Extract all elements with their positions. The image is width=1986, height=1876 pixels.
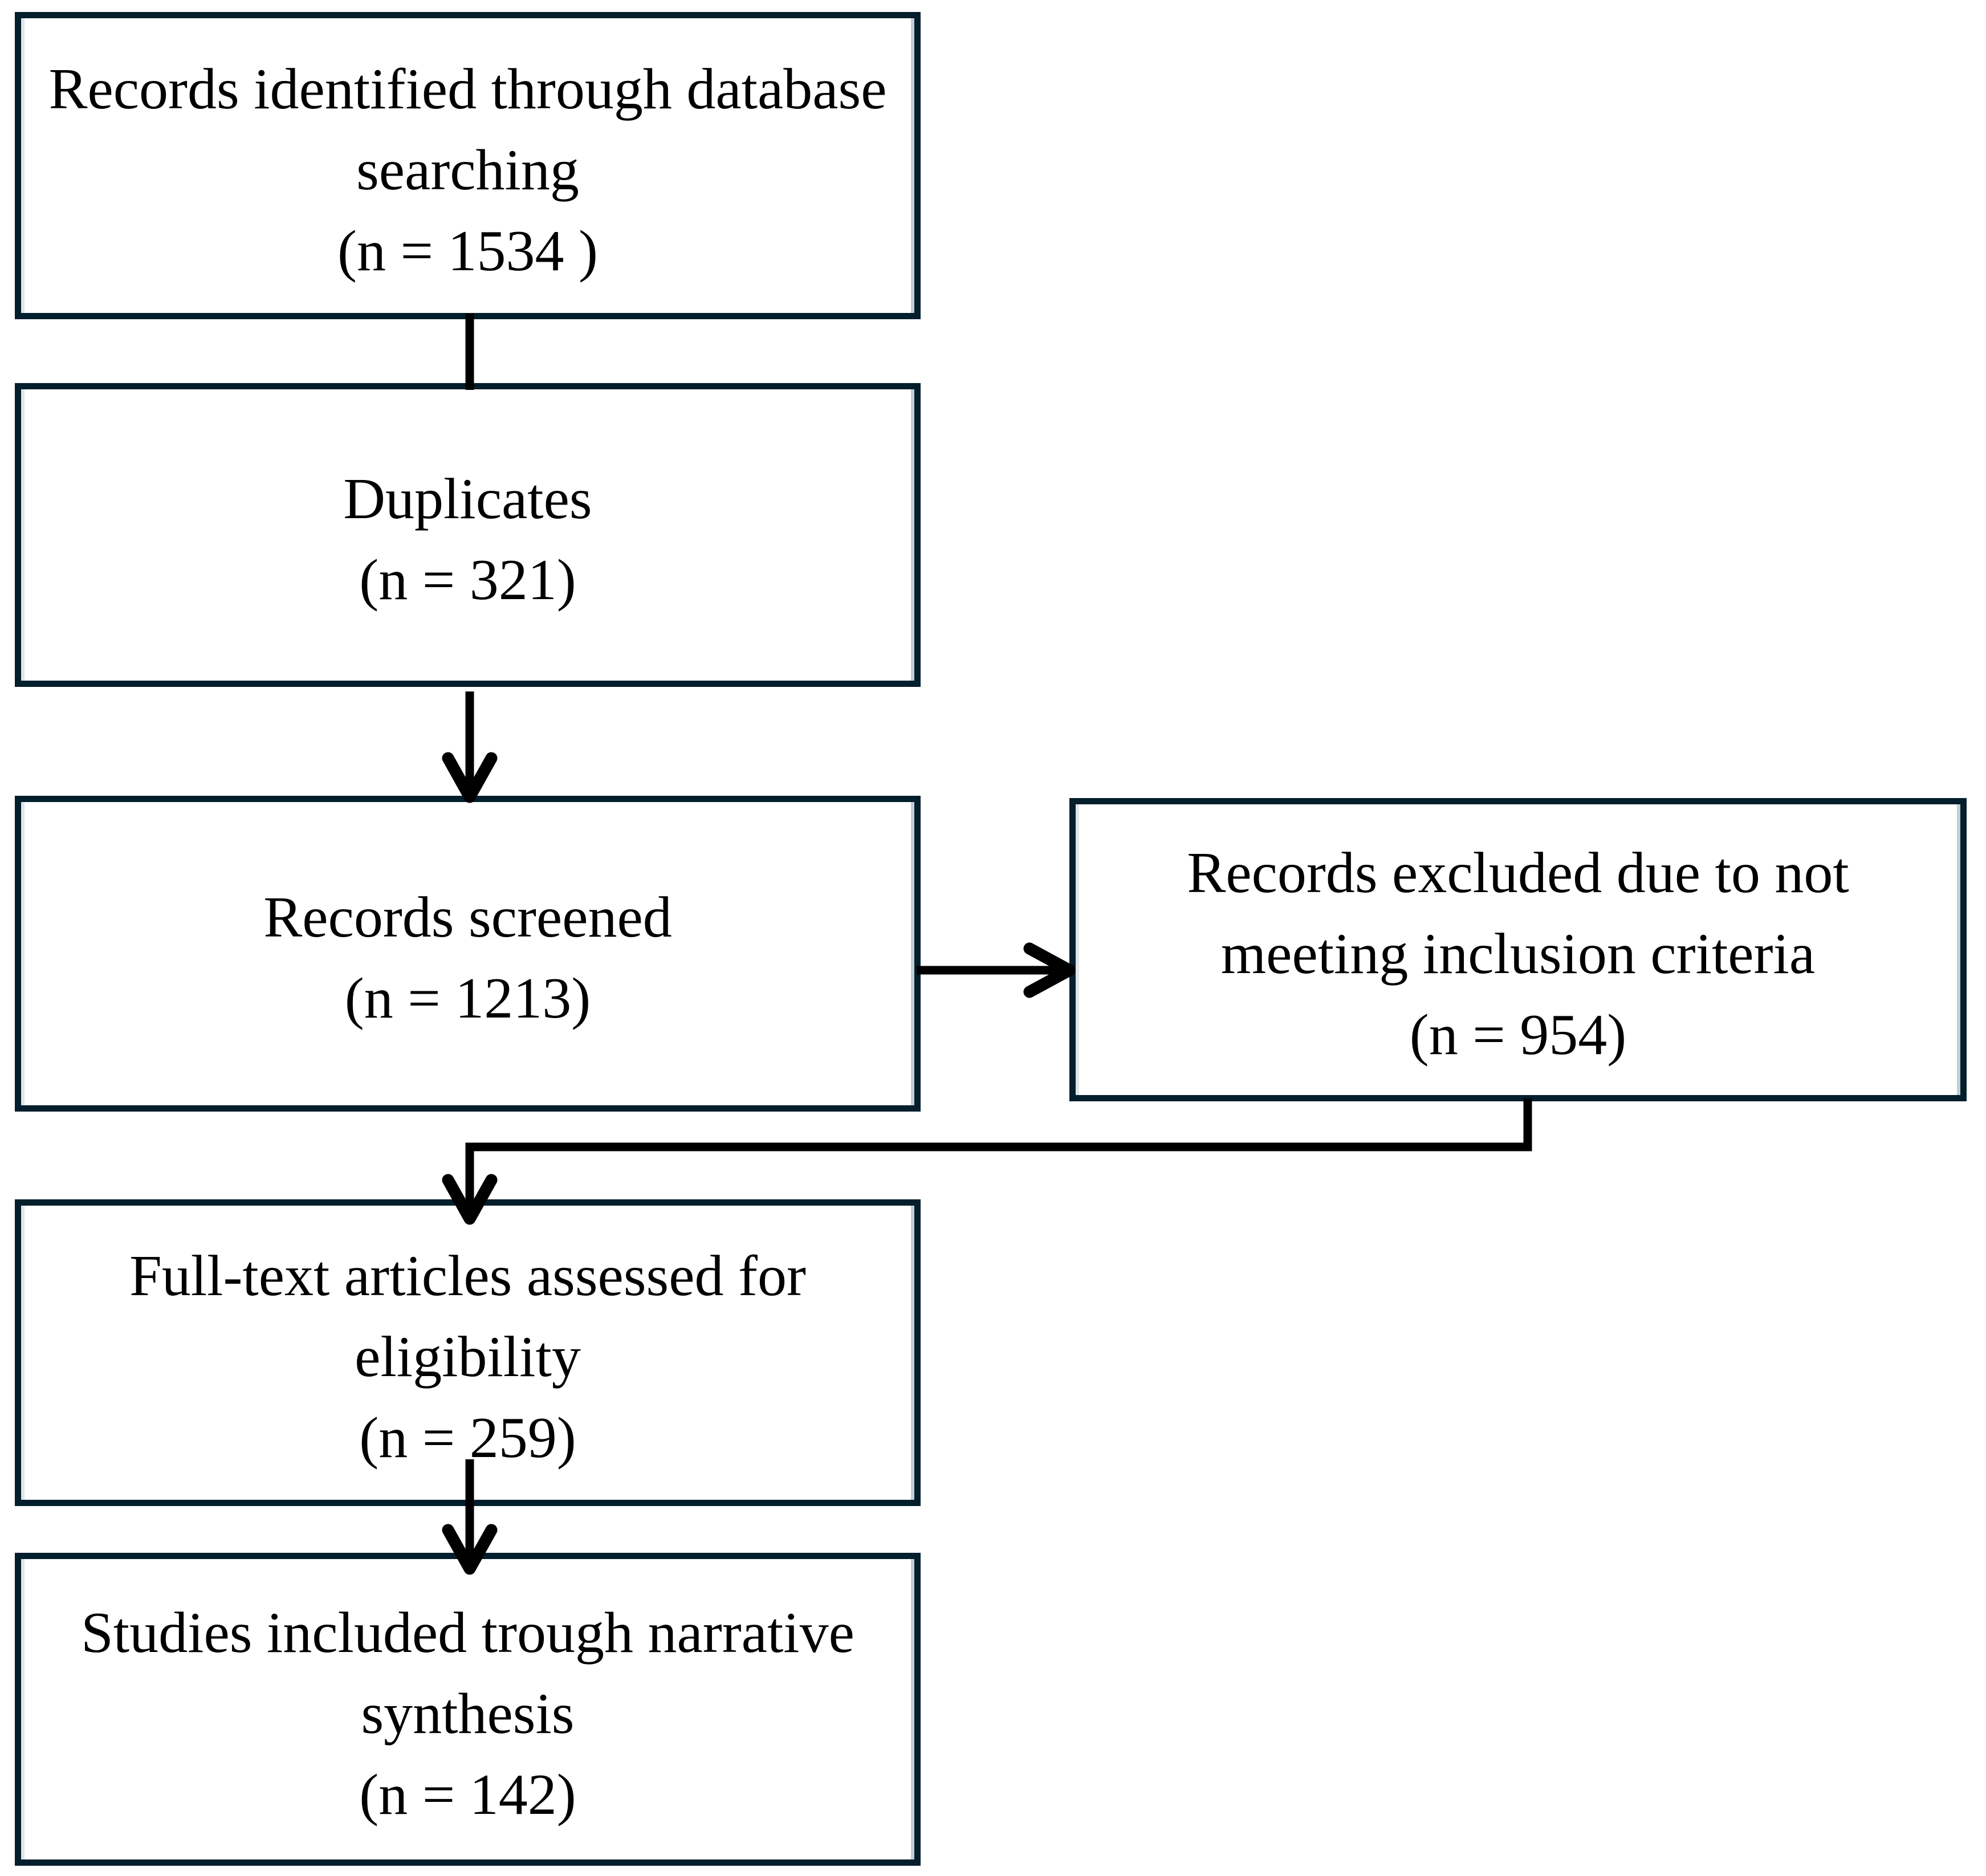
box-text-line: Full-text articles assessed for — [129, 1244, 806, 1308]
box-text-line: (n = 954) — [1409, 1003, 1627, 1067]
box-text-line: Records identified through database — [48, 56, 887, 121]
box-duplicates: Duplicates (n = 321) — [15, 383, 921, 687]
box-text-line: meeting inclusion criteria — [1220, 922, 1816, 986]
box-text-line: eligibility — [355, 1325, 581, 1389]
box-text-line: (n = 1213) — [344, 966, 591, 1031]
box-records-excluded: Records excluded due to not meeting incl… — [1069, 798, 1967, 1101]
box-text-line: (n = 321) — [359, 547, 576, 612]
box-fulltext-assessed: Full-text articles assessed for eligibil… — [15, 1199, 921, 1506]
box-text-line: searching — [356, 137, 579, 202]
box-text-line: (n = 1534 ) — [337, 218, 598, 283]
box-records-identified: Records identified through database sear… — [15, 12, 921, 319]
box-text-line: Records excluded due to not — [1187, 841, 1849, 905]
box-text-line: Records screened — [263, 885, 672, 950]
arrowhead-right-icon — [1023, 942, 1076, 998]
box-text-line: (n = 142) — [359, 1762, 576, 1827]
arrowhead-down-icon — [442, 752, 498, 803]
box-text-line: Duplicates — [343, 466, 592, 531]
box-text-line: (n = 259) — [359, 1406, 576, 1470]
box-text-line: Studies included trough narrative — [81, 1600, 854, 1665]
connector-excluded-to-fulltext — [465, 1098, 1532, 1215]
box-studies-included: Studies included trough narrative synthe… — [15, 1553, 921, 1866]
box-records-screened: Records screened (n = 1213) — [15, 796, 921, 1112]
box-text-line: synthesis — [361, 1681, 575, 1746]
